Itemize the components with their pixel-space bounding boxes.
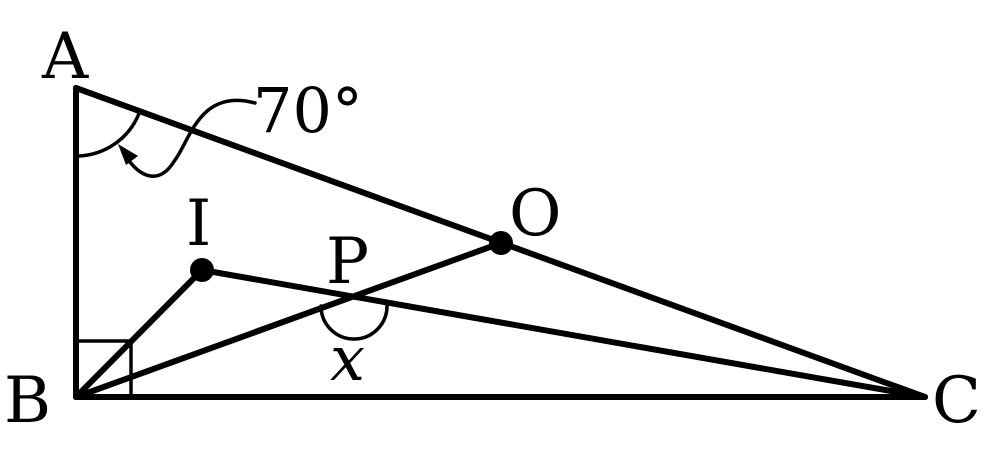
arrowhead-icon [118, 144, 138, 165]
angle-a-value: 70° [253, 74, 363, 147]
point-o [489, 231, 513, 255]
segment-bi [73, 267, 205, 400]
label-b: B [4, 364, 51, 438]
segment-bo [73, 240, 504, 400]
label-a: A [41, 20, 89, 94]
segment-ic [199, 267, 928, 400]
label-o: O [509, 177, 561, 251]
angle-arc-x [319, 304, 389, 341]
point-i [190, 258, 214, 282]
angle-pointer-curve [121, 98, 257, 178]
label-i: I [186, 187, 211, 261]
label-c: C [932, 364, 981, 438]
angle-x-label: x [330, 322, 365, 395]
angle-arc-a [74, 109, 142, 158]
label-p: P [326, 225, 369, 299]
